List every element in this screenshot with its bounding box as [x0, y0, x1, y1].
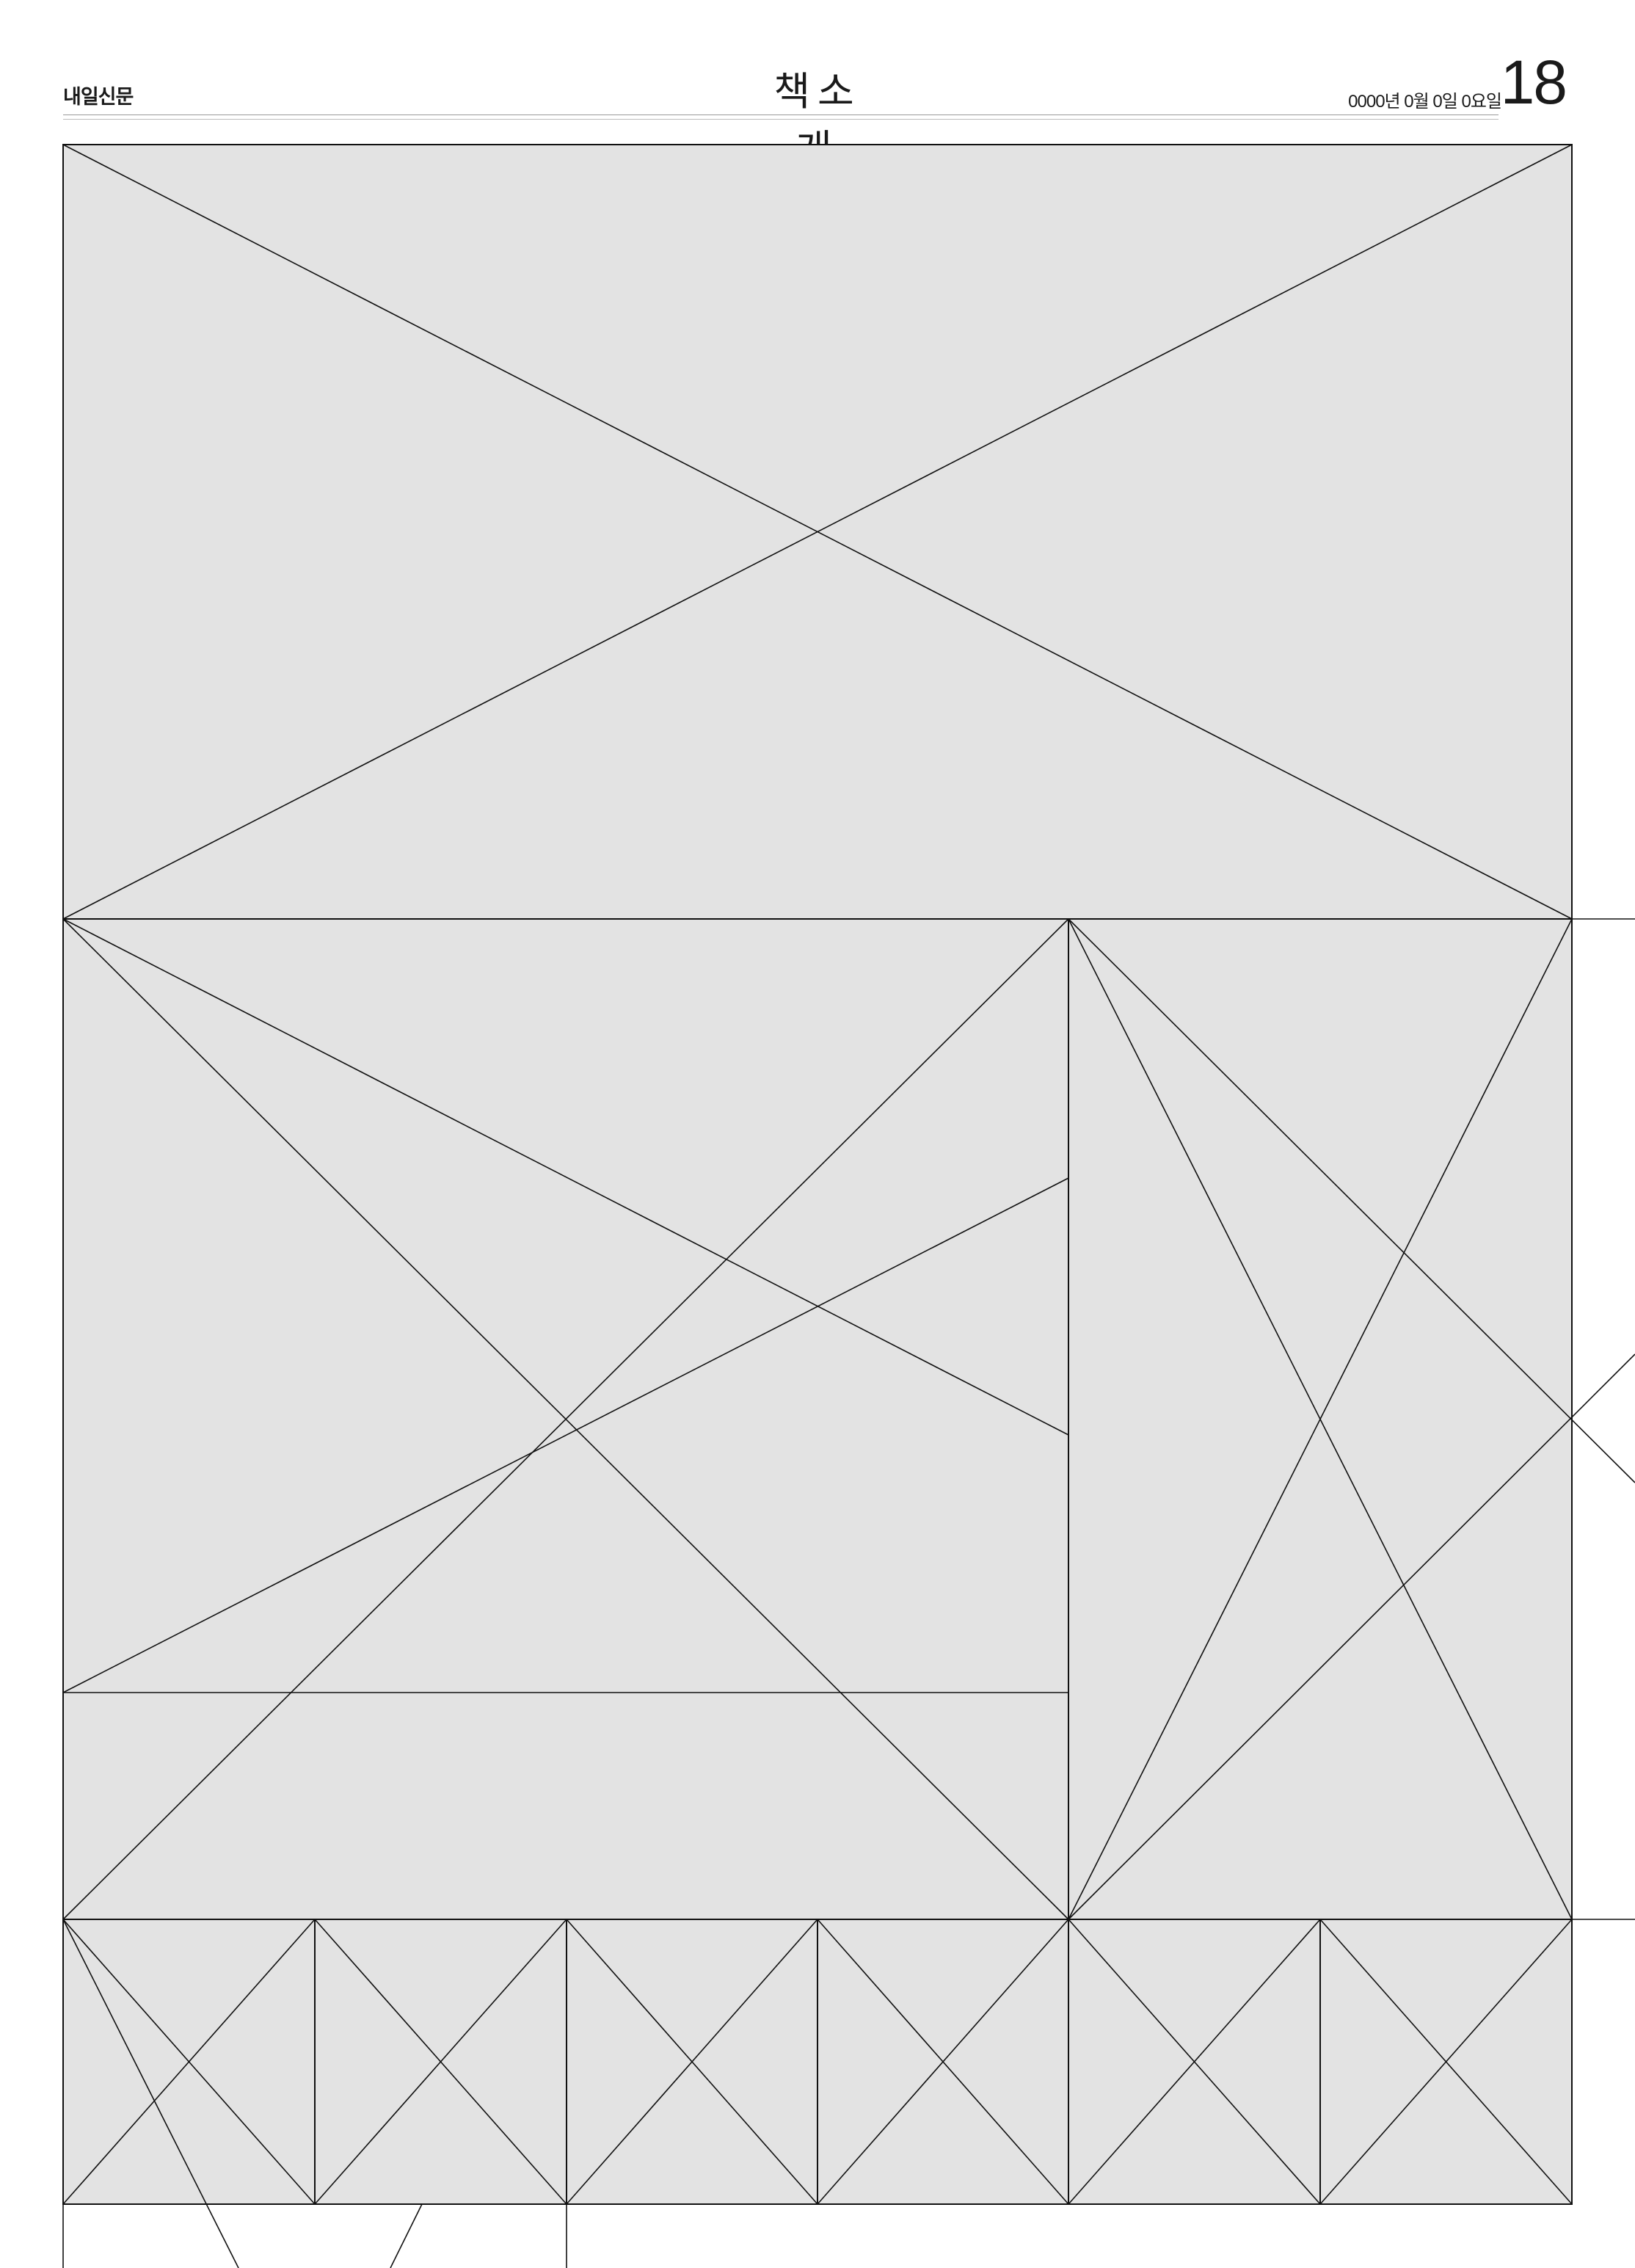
middle-right-cross-b	[1068, 918, 1573, 1920]
top-image-cross-b	[62, 144, 1573, 920]
header-rule-thin	[63, 119, 1499, 120]
lower-diagonal-a	[62, 1919, 239, 2268]
middle-left-inner-cross-b	[62, 1177, 1069, 1693]
middle-right-extend-b	[1068, 1353, 1635, 1920]
page-number: 18	[1500, 48, 1567, 117]
middle-left-inner-cross-a	[62, 918, 1069, 1436]
lower-diagonal-b	[390, 2203, 423, 2268]
middle-left-cross-b	[62, 918, 1069, 1920]
publication-name: 내일신문	[63, 86, 134, 109]
thumb-2-cross-b	[314, 1919, 567, 2205]
thumb-4-cross-b	[817, 1919, 1069, 2205]
thumb-3-cross-b	[566, 1919, 818, 2205]
thumb-1-cross-b	[62, 1919, 316, 2205]
issue-date: 0000년 0월 0일 0요일	[1348, 92, 1502, 112]
thumb-5-cross-b	[1068, 1919, 1321, 2205]
middle-right-extend-a	[1068, 918, 1635, 1483]
thumb-6-cross-b	[1319, 1919, 1573, 2205]
